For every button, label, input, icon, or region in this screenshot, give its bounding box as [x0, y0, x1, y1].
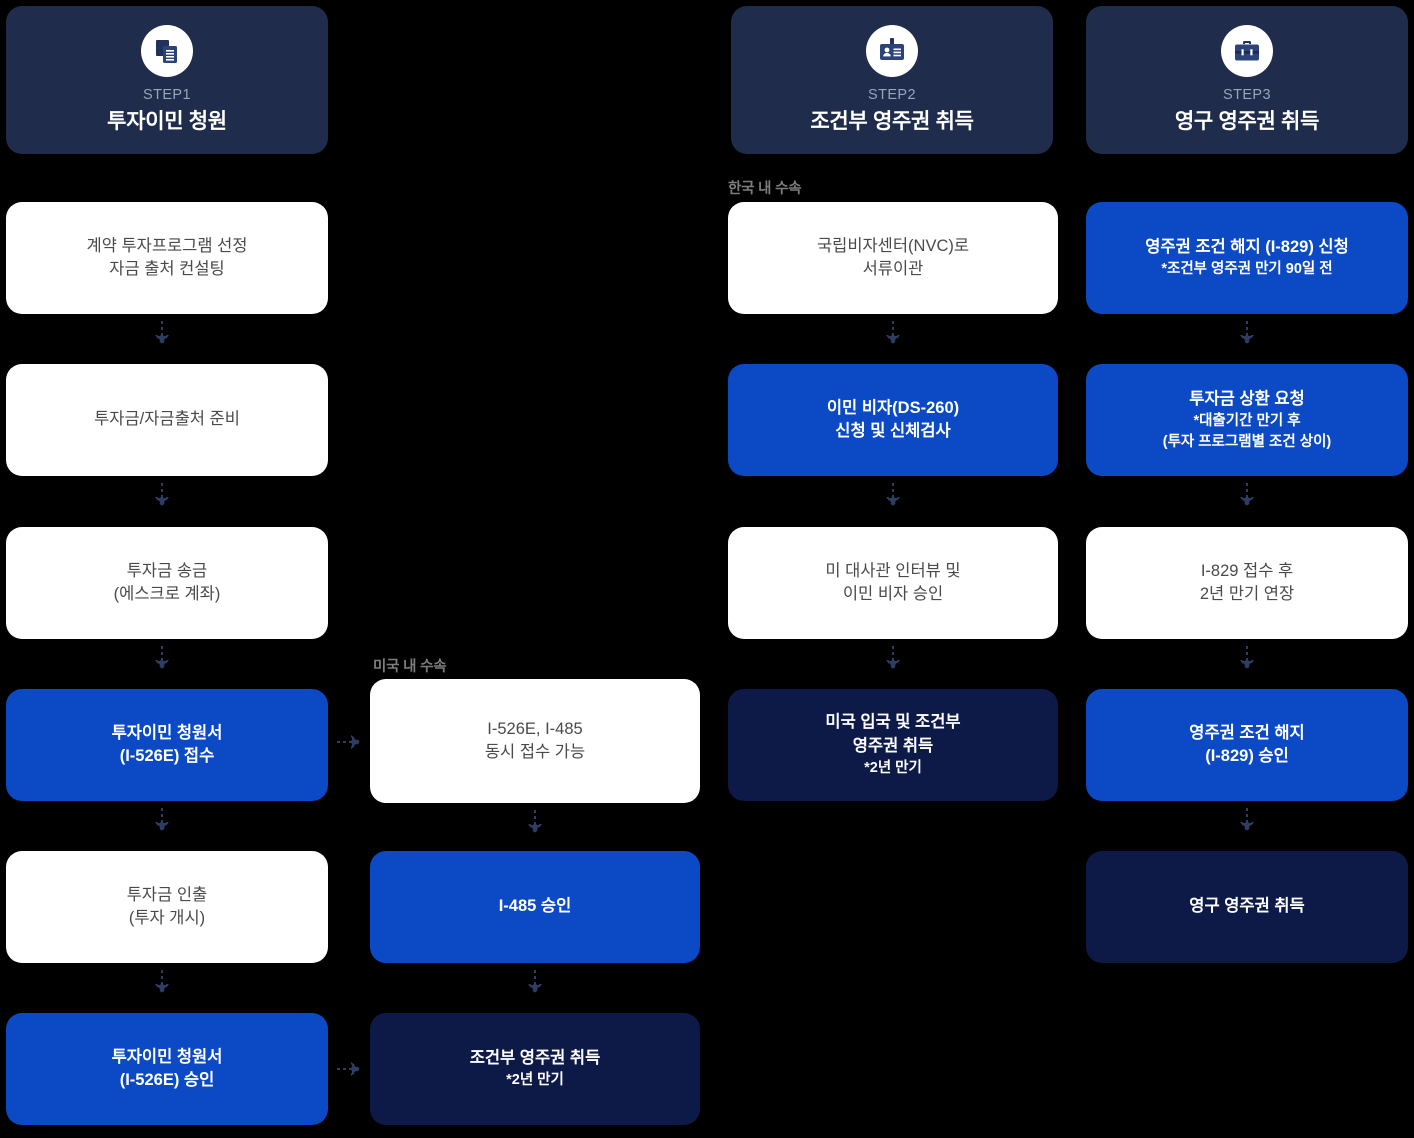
node-line: 신청 및 신체검사	[835, 422, 951, 440]
node-col4-0: 영주권 조건 해지 (I-829) 신청 *조건부 영주권 만기 90일 전	[1086, 202, 1408, 314]
node-line: 국립비자센터(NVC)로	[816, 236, 970, 255]
arrow-down-icon	[1237, 807, 1257, 833]
node-line: 계약 투자프로그램 선정	[86, 236, 248, 255]
node-line: 미 대사관 인터뷰 및	[825, 561, 961, 580]
node-line: (I-526E) 접수	[119, 747, 215, 765]
node-line: I-526E, I-485	[487, 719, 583, 738]
step-number-3: STEP3	[1223, 87, 1271, 104]
arrow-down-icon	[1237, 320, 1257, 346]
node-line: 서류이관	[862, 260, 924, 278]
node-col1-0: 계약 투자프로그램 선정 자금 출처 컨설팅	[6, 202, 328, 314]
node-line: I-829 접수 후	[1200, 561, 1294, 580]
node-col3-0: 국립비자센터(NVC)로 서류이관	[728, 202, 1058, 314]
arrow-down-icon	[152, 645, 172, 671]
arrow-down-icon	[1237, 482, 1257, 508]
node-col1-3: 투자이민 청원서 (I-526E) 접수	[6, 689, 328, 801]
node-col4-4: 영구 영주권 취득	[1086, 851, 1408, 963]
node-subline: *2년 만기	[864, 760, 922, 777]
briefcase-icon	[1221, 25, 1273, 78]
node-col1-2: 투자금 송금 (에스크로 계좌)	[6, 527, 328, 639]
node-col4-1: 투자금 상환 요청 *대출기간 만기 후 (투자 프로그램별 조건 상이)	[1086, 364, 1408, 476]
node-line: 미국 입국 및 조건부	[825, 713, 961, 732]
arrow-down-icon	[152, 969, 172, 995]
arrow-down-icon	[525, 809, 545, 835]
node-col1-4: 투자금 인출 (투자 개시)	[6, 851, 328, 963]
node-line: (I-829) 승인	[1205, 747, 1289, 765]
arrow-down-icon	[883, 482, 903, 508]
node-line: I-485 승인	[498, 897, 572, 916]
arrow-down-icon	[883, 320, 903, 346]
node-line: (투자 개시)	[128, 909, 206, 927]
node-col3-2: 미 대사관 인터뷰 및 이민 비자 승인	[728, 527, 1058, 639]
node-line: 투자금 송금	[126, 561, 208, 580]
step-header-1: STEP1 투자이민 청원	[6, 6, 328, 154]
caption-usa-process: 미국 내 수속	[373, 659, 447, 675]
node-line: (에스크로 계좌)	[113, 585, 221, 603]
node-subline: *2년 만기	[506, 1072, 564, 1089]
node-line: (I-526E) 승인	[119, 1071, 215, 1089]
node-line: 동시 접수 가능	[484, 743, 586, 761]
node-col1-1: 투자금/자금출처 준비	[6, 364, 328, 476]
node-line: 영주권 조건 해지 (I-829) 신청	[1145, 238, 1349, 256]
arrow-down-icon	[152, 320, 172, 346]
node-col2-0: I-526E, I-485 동시 접수 가능	[370, 679, 700, 803]
node-line: 투자금 인출	[126, 885, 208, 904]
node-col3-1: 이민 비자(DS-260) 신청 및 신체검사	[728, 364, 1058, 476]
arrow-right-icon	[336, 1059, 362, 1079]
arrow-down-icon	[152, 482, 172, 508]
node-line: 조건부 영주권 취득	[469, 1049, 601, 1067]
caption-korea-process: 한국 내 수속	[728, 181, 802, 197]
node-line: 영주권 취득	[852, 736, 934, 755]
node-subline: (투자 프로그램별 조건 상이)	[1162, 433, 1332, 450]
node-line: 영구 영주권 취득	[1189, 897, 1305, 916]
arrow-down-icon	[525, 969, 545, 995]
arrow-down-icon	[883, 645, 903, 671]
arrow-down-icon	[152, 807, 172, 833]
step-title-2: 조건부 영주권 취득	[810, 109, 974, 133]
node-line: 투자금/자금출처 준비	[94, 410, 240, 429]
node-line: 이민 비자(DS-260)	[826, 398, 960, 417]
node-subline: *대출기간 만기 후	[1193, 413, 1301, 430]
node-line: 투자이민 청원서	[111, 723, 223, 742]
node-subline: *조건부 영주권 만기 90일 전	[1161, 261, 1333, 278]
node-line: 자금 출처 컨설팅	[109, 260, 225, 278]
step-number-2: STEP2	[868, 87, 916, 104]
step-number-1: STEP1	[143, 87, 191, 104]
step-title-1: 투자이민 청원	[107, 109, 227, 133]
documents-copy-icon	[141, 25, 193, 78]
node-col4-3: 영주권 조건 해지 (I-829) 승인	[1086, 689, 1408, 801]
node-line: 이민 비자 승인	[842, 585, 944, 603]
step-header-2: STEP2 조건부 영주권 취득	[731, 6, 1053, 154]
id-badge-icon	[866, 25, 918, 78]
node-line: 영주권 조건 해지	[1189, 723, 1305, 742]
step-header-3: STEP3 영구 영주권 취득	[1086, 6, 1408, 154]
node-line: 2년 만기 연장	[1199, 585, 1295, 603]
node-col2-2: 조건부 영주권 취득 *2년 만기	[370, 1013, 700, 1125]
node-col2-1: I-485 승인	[370, 851, 700, 963]
step-title-3: 영구 영주권 취득	[1174, 109, 1320, 133]
node-line: 투자이민 청원서	[111, 1047, 223, 1066]
node-line: 투자금 상환 요청	[1189, 389, 1305, 408]
arrow-down-icon	[1237, 645, 1257, 671]
node-col1-5: 투자이민 청원서 (I-526E) 승인	[6, 1013, 328, 1125]
arrow-right-icon	[336, 732, 362, 752]
node-col3-3: 미국 입국 및 조건부 영주권 취득 *2년 만기	[728, 689, 1058, 801]
node-col4-2: I-829 접수 후 2년 만기 연장	[1086, 527, 1408, 639]
